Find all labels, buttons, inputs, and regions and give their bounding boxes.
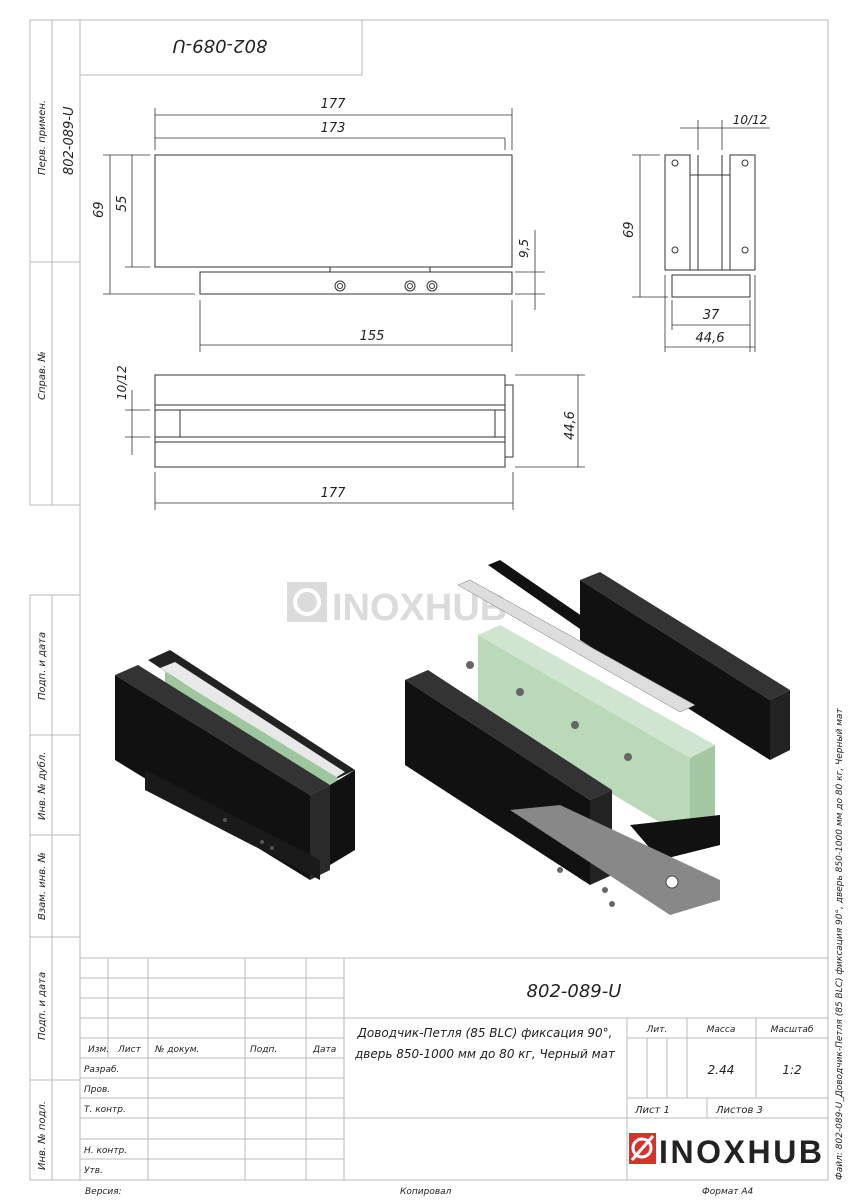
format-label: Формат А4 bbox=[702, 1187, 754, 1197]
mass-label: Масса bbox=[707, 1025, 736, 1035]
flipped-designation: 802-089-U bbox=[173, 35, 268, 56]
dup-inv-label: Инв. № дубл. bbox=[36, 752, 48, 820]
dim-front-height: 69 bbox=[92, 201, 107, 218]
first-use-label: Перв. примен. bbox=[37, 100, 48, 175]
lit-label: Лит. bbox=[646, 1025, 668, 1035]
left-margin: Перв. примен. 802-089-U Справ. № Подп. и… bbox=[29, 19, 81, 1181]
copied-label: Копировал bbox=[400, 1187, 452, 1197]
sign-date-label-1: Подп. и дата bbox=[37, 632, 48, 700]
side-view bbox=[632, 120, 770, 352]
dim-side-base: 37 bbox=[703, 308, 720, 323]
col-header-doc: № докум. bbox=[154, 1045, 199, 1055]
row-tech-control: Т. контр. bbox=[84, 1105, 126, 1115]
sign-date-label-2: Подп. и дата bbox=[37, 972, 48, 1040]
inoxhub-logo-text: INOXHUB bbox=[659, 1134, 822, 1170]
front-view bbox=[103, 108, 545, 352]
col-header-list: Лист bbox=[117, 1045, 142, 1055]
sheet-number: Лист 1 bbox=[634, 1105, 670, 1116]
dim-top-gap: 10/12 bbox=[115, 365, 129, 400]
top-view bbox=[125, 374, 585, 510]
dim-front-body-height: 55 bbox=[115, 195, 130, 212]
iso-exploded-view bbox=[405, 560, 790, 915]
dim-top-length: 177 bbox=[321, 486, 347, 501]
col-header-izm: Изм. bbox=[88, 1045, 109, 1055]
ref-no-label: Справ. № bbox=[37, 351, 48, 400]
dim-front-base-length: 155 bbox=[360, 329, 385, 344]
row-norm-control: Н. контр. bbox=[84, 1146, 127, 1156]
iso-assembled-view bbox=[115, 650, 355, 880]
drawing-title-line2: дверь 850-1000 мм до 80 кг, Черный мат bbox=[354, 1047, 616, 1061]
dim-side-height: 69 bbox=[622, 221, 637, 238]
scale-value: 1:2 bbox=[782, 1063, 801, 1077]
orig-inv-label: Инв. № подл. bbox=[37, 1101, 48, 1170]
repl-inv-label: Взам. инв. № bbox=[37, 852, 48, 920]
file-name-vertical: Файл: 802-089-U_Доводчик-Петля (85 BLC) … bbox=[835, 707, 845, 1180]
dim-side-width: 44,6 bbox=[696, 331, 725, 346]
drawing-title-line1: Доводчик-Петля (85 BLC) фиксация 90°, bbox=[357, 1026, 613, 1040]
dim-top-width: 44,6 bbox=[563, 411, 578, 440]
first-use-value: 802-089-U bbox=[62, 106, 77, 175]
scale-label: Масштаб bbox=[771, 1025, 814, 1035]
dim-front-base-height: 9,5 bbox=[517, 239, 531, 258]
dim-front-overall: 177 bbox=[321, 97, 347, 112]
inoxhub-logo: INOXHUB bbox=[629, 1133, 822, 1170]
col-header-sign: Подп. bbox=[250, 1045, 277, 1055]
dim-side-gap: 10/12 bbox=[733, 113, 768, 127]
mass-value: 2.44 bbox=[708, 1063, 735, 1077]
row-developer: Разраб. bbox=[84, 1065, 119, 1075]
row-approved: Утв. bbox=[84, 1166, 103, 1176]
col-header-date: Дата bbox=[312, 1045, 336, 1055]
row-checked: Пров. bbox=[84, 1085, 110, 1095]
title-block bbox=[80, 957, 828, 1180]
flipped-designation-box bbox=[79, 19, 363, 76]
drawing-designation: 802-089-U bbox=[527, 981, 622, 1002]
version-label: Версия: bbox=[85, 1187, 122, 1197]
sheet-count: Листов 3 bbox=[715, 1105, 763, 1116]
dim-front-body: 173 bbox=[321, 121, 346, 136]
